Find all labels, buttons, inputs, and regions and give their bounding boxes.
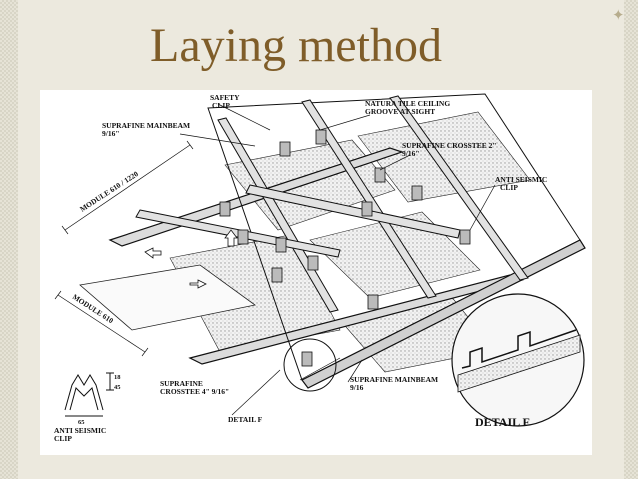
label-natura-tile-line2: GROOVE AT SIGHT	[365, 107, 435, 116]
ceiling-laying-diagram: SAFETY CLIP SUPRAFINE MAINBEAM 9/16" NAT…	[40, 90, 592, 455]
dimension-lines	[54, 140, 194, 357]
label-dim-65: 65	[78, 419, 85, 426]
label-dim-45: 45	[114, 384, 121, 391]
label-module-610-1220: MODULE 610 / 1220	[78, 169, 140, 214]
detail-f-enlarged-view	[451, 293, 585, 427]
tile-panel-front	[169, 234, 341, 353]
label-mainbeam-bottom-line1: SUPRAFINE MAINBEAM	[350, 375, 438, 384]
decorative-right-strip	[624, 0, 638, 479]
cross-tees	[135, 95, 529, 313]
label-anti-seismic-left-line2: CLIP	[54, 434, 72, 443]
tile-panel-loose	[79, 264, 256, 331]
slide-corner-mark-icon: ✦	[612, 6, 625, 24]
clips	[219, 129, 471, 367]
label-anti-seismic-right-line1: ANTI SEISMIC	[495, 175, 547, 184]
label-dim-18: 18	[114, 374, 121, 381]
label-mainbeam-top-line1: SUPRAFINE MAINBEAM	[102, 121, 190, 130]
label-detail-f-small: DETAIL F	[228, 415, 263, 424]
label-anti-seismic-left-line1: ANTI SEISMIC	[54, 426, 106, 435]
anti-seismic-clip-profile	[64, 372, 114, 417]
diagram-svg: SAFETY CLIP SUPRAFINE MAINBEAM 9/16" NAT…	[54, 93, 586, 443]
label-safety-clip-line1: SAFETY	[210, 93, 240, 102]
leader-lines	[179, 103, 496, 416]
label-detail-f-large: DETAIL F	[475, 415, 530, 429]
tile-panel-back-right	[357, 111, 531, 203]
label-mainbeam-bottom-line2: 9/16	[350, 383, 364, 392]
label-safety-clip-line2: CLIP	[212, 101, 230, 110]
label-mainbeam-top-line2: 9/16"	[102, 129, 120, 138]
direction-arrows	[144, 229, 238, 289]
detail-f-marker-circle	[283, 338, 337, 392]
decorative-left-strip	[0, 0, 18, 479]
label-natura-tile-line1: NATURA TILE CEILING	[365, 99, 450, 108]
label-crosstee-4-line1: SUPRAFINE	[160, 379, 203, 388]
label-crosstee-4-line2: CROSSTEE 4" 9/16"	[160, 387, 229, 396]
label-crosstee-2-line2: 9/16"	[402, 149, 420, 158]
label-crosstee-2-line1: SUPRAFINE CROSSTEE 2"	[402, 141, 497, 150]
label-anti-seismic-right-line2: CLIP	[500, 183, 518, 192]
slide-title: Laying method	[150, 19, 442, 72]
